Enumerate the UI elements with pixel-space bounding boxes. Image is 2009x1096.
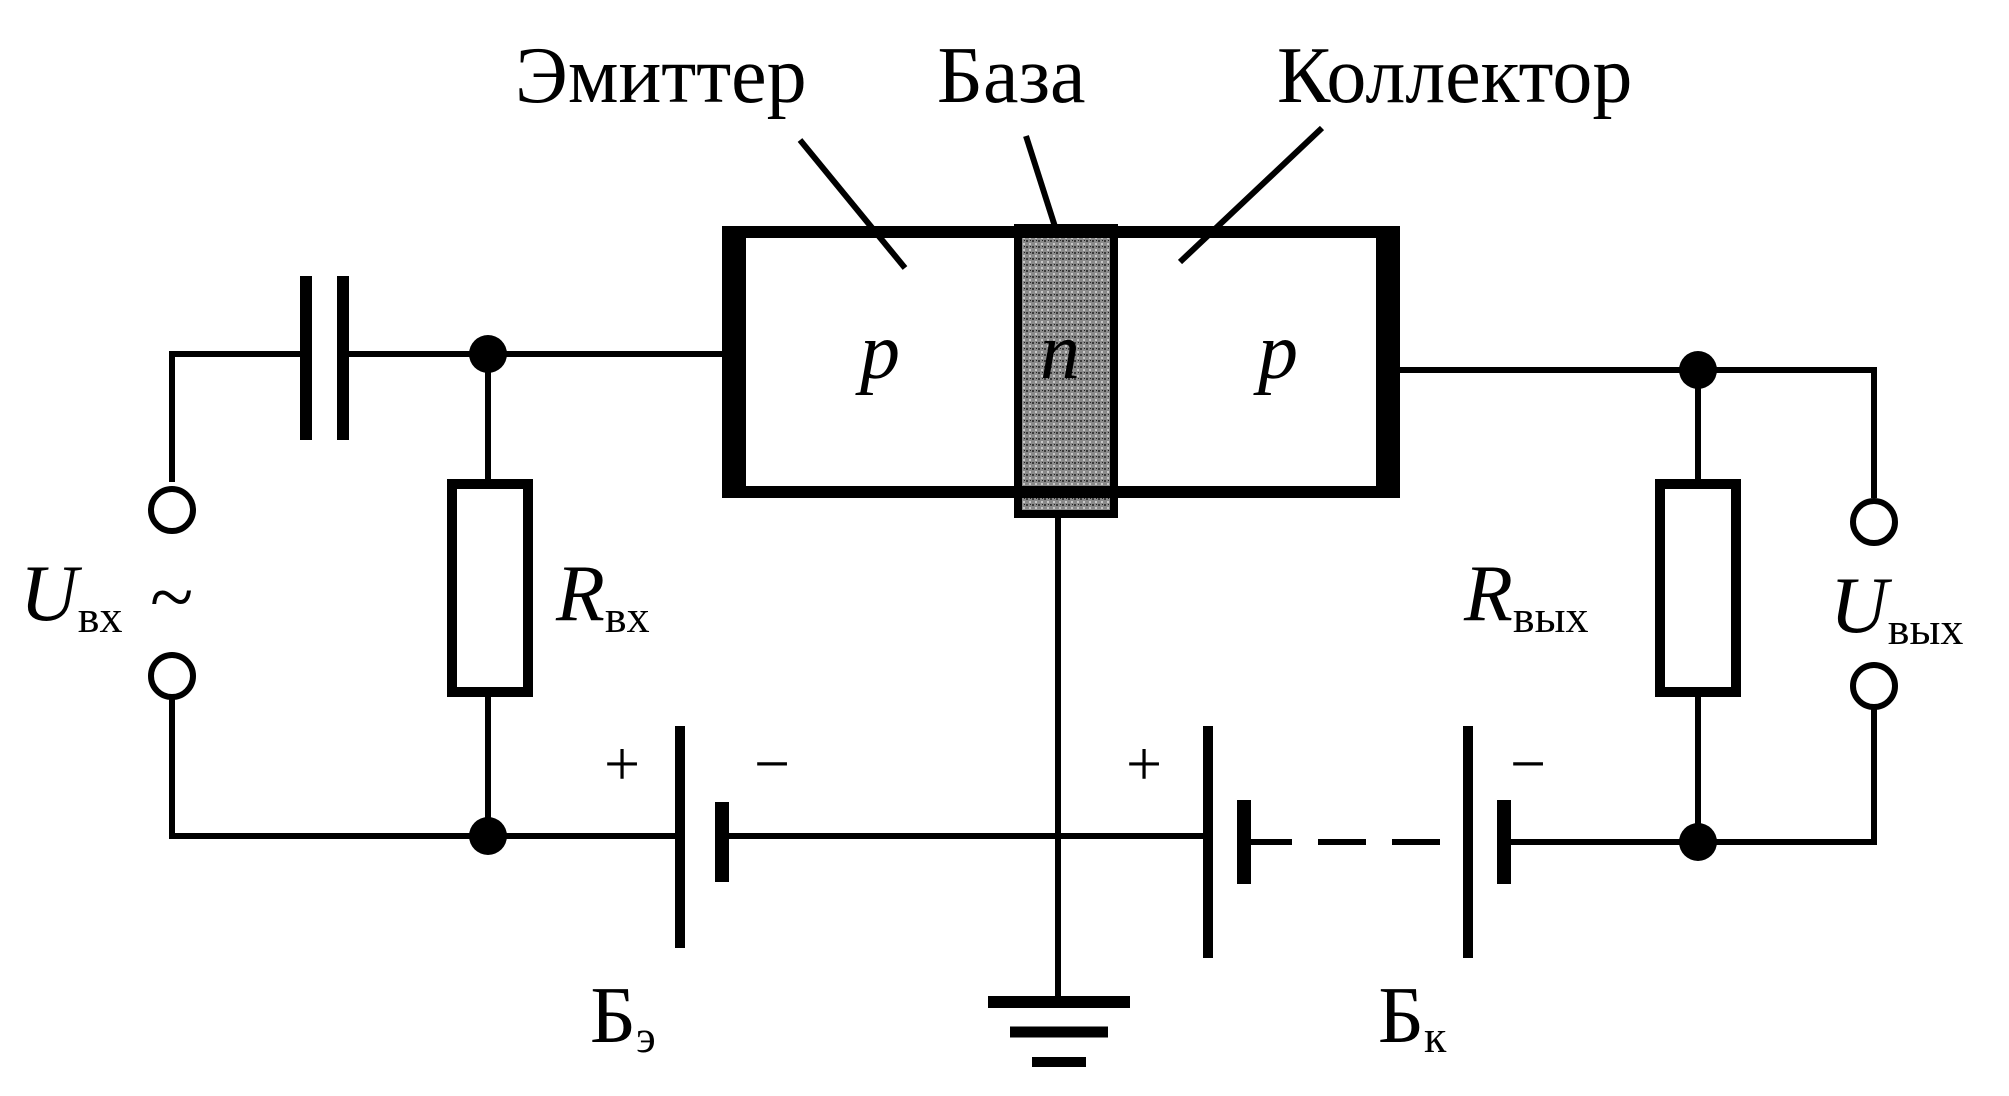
leader-lines — [797, 125, 1325, 270]
input-voltage-label: Uвх — [20, 550, 123, 642]
input-wiring — [148, 276, 728, 855]
output-terminal-top — [1850, 498, 1898, 546]
top-edge — [722, 226, 1400, 238]
output-voltage-label: Uвых — [1830, 562, 1963, 654]
output-terminal-bottom — [1850, 662, 1898, 710]
collector-contact — [1376, 226, 1400, 498]
output-resistor — [1655, 479, 1741, 697]
output-wiring — [1400, 351, 1898, 861]
n-base-label: n — [1040, 308, 1080, 396]
output-top-node — [1679, 351, 1717, 389]
base-title: База — [937, 32, 1086, 120]
input-resistor-label: Rвх — [555, 550, 650, 642]
emitter-battery-plus: + — [604, 728, 640, 799]
emitter-battery — [675, 726, 1208, 948]
emitter-battery-minus: − — [754, 728, 790, 799]
p-collector-label: p — [1253, 308, 1298, 396]
input-top-node — [469, 335, 507, 373]
bottom-edge — [722, 486, 1400, 498]
collector-region — [1108, 228, 1396, 496]
emitter-battery-label: Бэ — [590, 972, 656, 1062]
collector-battery-plus: + — [1126, 728, 1162, 799]
output-bottom-node — [1679, 823, 1717, 861]
collector-battery — [1203, 726, 1698, 958]
emitter-contact — [722, 226, 746, 498]
input-resistor — [447, 479, 533, 697]
tilde-symbol: ~ — [150, 554, 193, 642]
input-bottom-node — [469, 817, 507, 855]
p-emitter-label: p — [855, 308, 900, 396]
collector-battery-minus: − — [1510, 728, 1546, 799]
emitter-title: Эмиттер — [515, 32, 807, 120]
ground-icon — [988, 996, 1130, 1067]
output-resistor-label: Rвых — [1463, 550, 1589, 642]
input-terminal-top — [148, 486, 196, 534]
input-terminal-bottom — [148, 652, 196, 700]
collector-title: Коллектор — [1277, 32, 1632, 120]
collector-battery-label: Бк — [1378, 972, 1447, 1062]
transistor-body — [722, 224, 1400, 518]
